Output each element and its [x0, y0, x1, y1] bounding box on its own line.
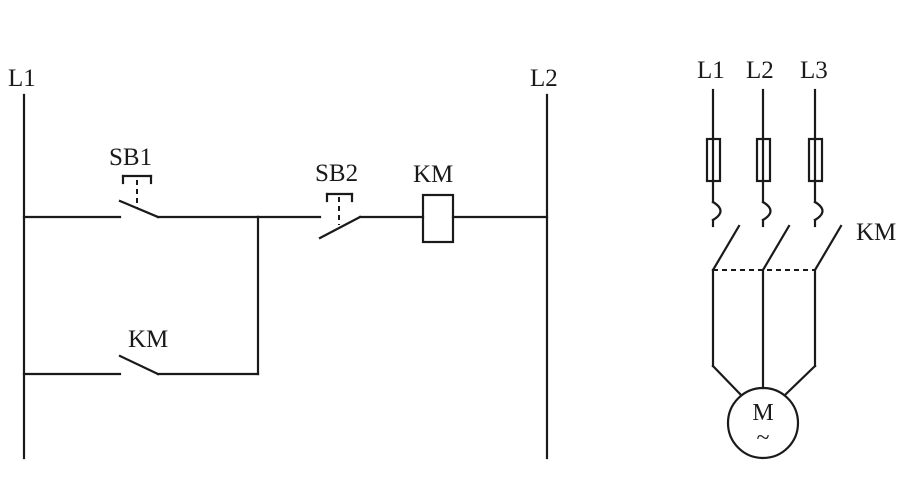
motor-label: M: [752, 400, 773, 426]
contactor-label: KM: [856, 219, 896, 246]
phase-line-l3: [784, 88, 843, 396]
rail-l2-label: L2: [530, 65, 558, 92]
stop-pushbutton-label: SB2: [315, 160, 358, 187]
phase-line-l1: [705, 88, 742, 396]
holding-contact-label: KM: [128, 326, 168, 353]
rail-l1-label: L1: [8, 65, 36, 92]
phase-line-l2: [755, 88, 791, 390]
phase-label-l3: L3: [800, 57, 828, 84]
phase-label-l2: L2: [746, 57, 774, 84]
start-pushbutton-sb1: [118, 174, 160, 219]
motor-symbol: [726, 386, 800, 460]
phase-label-l1: L1: [697, 57, 725, 84]
stop-pushbutton-sb2: [318, 192, 362, 240]
control-circuit: L1 L2 SB1 SB2 KM: [8, 65, 558, 460]
contactor-coil-km: [421, 193, 455, 244]
motor-ac-symbol: ~: [757, 425, 770, 451]
start-pushbutton-label: SB1: [109, 144, 152, 171]
holding-contact-km: [118, 354, 160, 376]
coil-label: KM: [413, 161, 453, 188]
main-circuit: L1 L2 L3: [697, 57, 896, 460]
